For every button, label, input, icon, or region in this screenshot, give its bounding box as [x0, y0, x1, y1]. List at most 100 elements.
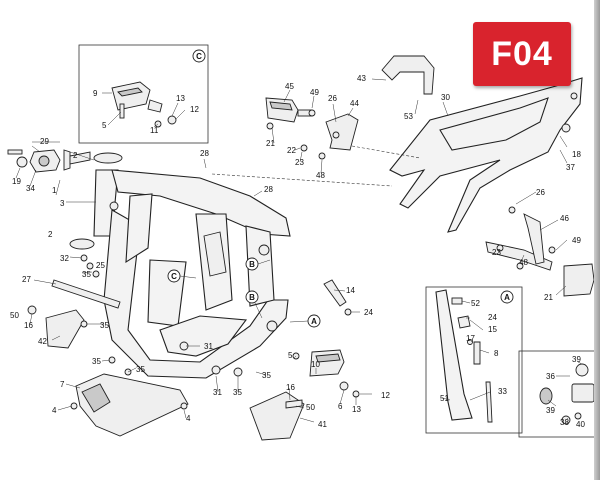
skid-plate [70, 356, 189, 437]
label-13-lower: 13 [352, 405, 361, 414]
label-49-right: 49 [572, 236, 581, 245]
label-2-top: 2 [73, 151, 78, 160]
inset-c-letter: C [196, 52, 202, 61]
side-stand [435, 289, 493, 423]
label-27: 27 [22, 275, 31, 284]
label-16-lower: 16 [286, 383, 295, 392]
inset-a-box [425, 286, 523, 434]
label-19: 19 [12, 177, 21, 186]
label-49: 49 [310, 88, 319, 97]
upper-footpeg [265, 97, 316, 130]
grab-handle [381, 55, 435, 95]
label-35-skid: 35 [136, 365, 145, 374]
label-16: 16 [24, 321, 33, 330]
label-50: 50 [10, 311, 19, 320]
inset-a-marker [500, 290, 514, 304]
steering-parts [7, 149, 91, 173]
label-2-bottom: 2 [48, 230, 53, 239]
label-31-upper: 31 [204, 342, 213, 351]
label-35-mid: 35 [100, 321, 109, 330]
label-48: 48 [316, 171, 325, 180]
label-7: 7 [60, 380, 65, 389]
inset-c-box [78, 44, 209, 144]
label-15: 15 [488, 325, 497, 334]
footpeg-detail [111, 81, 177, 128]
label-46: 46 [560, 214, 569, 223]
label-22: 22 [287, 146, 296, 155]
ref-a-letter: A [311, 317, 317, 326]
section-code-badge: F04 [473, 22, 571, 86]
label-35-center: 35 [233, 388, 242, 397]
label-9: 9 [93, 89, 98, 98]
label-36: 36 [546, 372, 555, 381]
label-45: 45 [285, 82, 294, 91]
label-12: 12 [190, 105, 199, 114]
label-41: 41 [318, 420, 327, 429]
label-43: 43 [357, 74, 366, 83]
label-40: 40 [576, 420, 585, 429]
side-cover [249, 391, 305, 441]
label-26-right: 26 [536, 188, 545, 197]
label-53: 53 [404, 112, 413, 121]
label-35-left: 35 [82, 270, 91, 279]
label-5: 5 [102, 121, 107, 130]
label-37: 37 [566, 163, 575, 172]
label-34: 34 [26, 184, 35, 193]
rear-subframe [389, 77, 583, 233]
label-21: 21 [266, 139, 275, 148]
label-42: 42 [38, 337, 47, 346]
ref-b2-marker [245, 290, 259, 304]
main-frame [69, 152, 291, 379]
label-51: 51 [440, 394, 449, 403]
label-48-right: 48 [519, 258, 528, 267]
lower-footpeg [285, 279, 360, 409]
part-labels: 9 13 12 5 11 45 49 26 44 21 22 23 48 43 … [10, 74, 585, 429]
label-4-left: 4 [52, 406, 57, 415]
label-32: 32 [60, 254, 69, 263]
label-5-lower: 5 [288, 351, 293, 360]
label-50-lower: 50 [306, 403, 315, 412]
label-24: 24 [364, 308, 373, 317]
label-24-stand: 24 [488, 313, 497, 322]
label-31-lower: 31 [213, 388, 222, 397]
label-26: 26 [328, 94, 337, 103]
label-30: 30 [441, 93, 450, 102]
label-33: 33 [498, 387, 507, 396]
label-4-right: 4 [186, 414, 191, 423]
label-21-right: 21 [544, 293, 553, 302]
page-edge [594, 0, 600, 480]
label-52: 52 [471, 299, 480, 308]
side-stand-upper [485, 206, 595, 297]
label-11: 11 [150, 126, 159, 135]
label-8: 8 [494, 349, 499, 358]
label-23-right: 23 [492, 248, 501, 257]
upper-bracket [300, 113, 359, 160]
label-23: 23 [295, 158, 304, 167]
left-bolts [27, 254, 121, 349]
inset-b-box [518, 350, 600, 438]
label-13: 13 [176, 94, 185, 103]
ref-c-letter: C [171, 272, 177, 281]
inset-a-letter: A [504, 293, 510, 302]
label-6: 6 [338, 402, 343, 411]
label-39-top: 39 [572, 355, 581, 364]
label-25: 25 [96, 261, 105, 270]
ref-b2-letter: B [249, 293, 255, 302]
label-28: 28 [264, 185, 273, 194]
label-28-top: 28 [200, 149, 209, 158]
label-10: 10 [311, 360, 320, 369]
label-29: 29 [40, 137, 49, 146]
label-18: 18 [572, 150, 581, 159]
inset-c-marker [192, 49, 206, 63]
label-44: 44 [350, 99, 359, 108]
label-39: 39 [546, 406, 555, 415]
ref-b1-letter: B [249, 260, 255, 269]
label-35-lower: 35 [92, 357, 101, 366]
label-12-lower: 12 [381, 391, 390, 400]
label-38: 38 [560, 418, 569, 427]
label-14: 14 [346, 286, 355, 295]
label-35-right: 35 [262, 371, 271, 380]
label-17: 17 [466, 334, 475, 343]
label-1: 1 [52, 186, 57, 195]
